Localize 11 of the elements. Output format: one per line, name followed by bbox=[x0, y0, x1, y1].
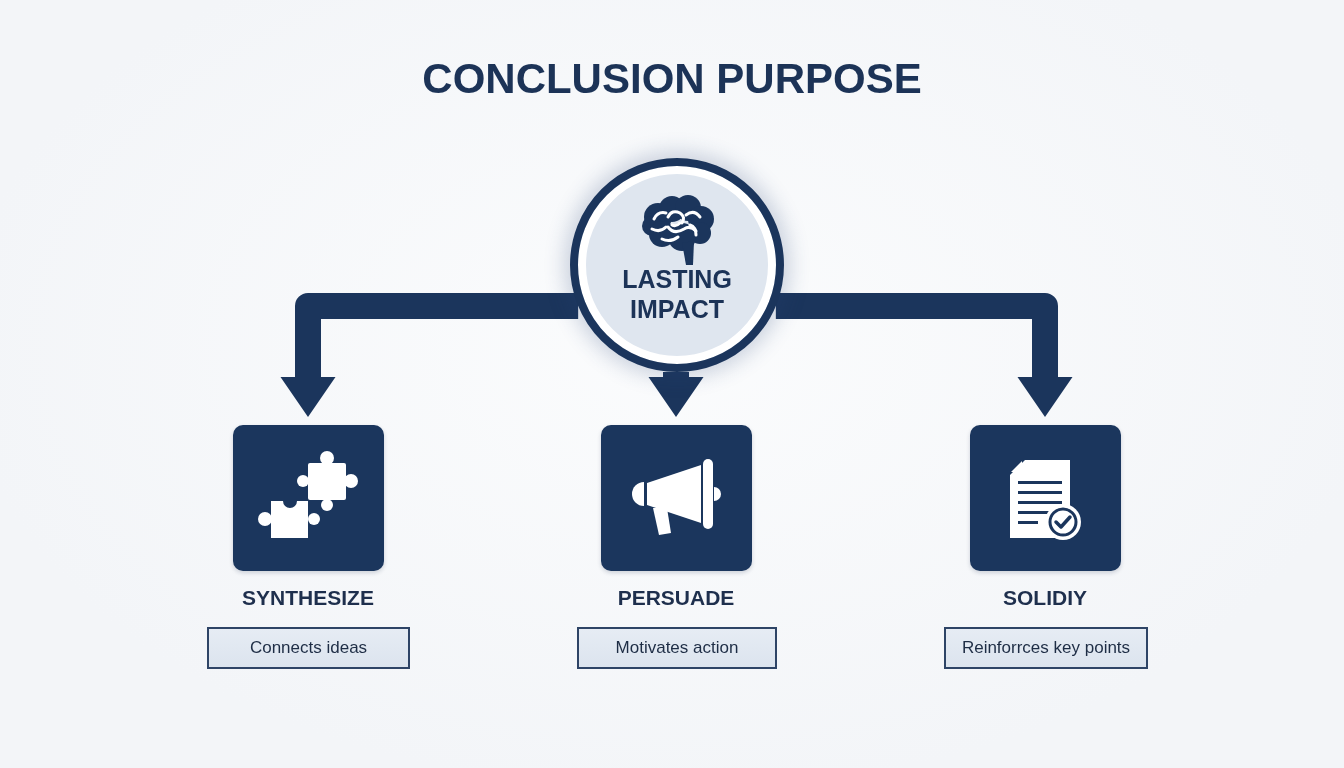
description-box: Motivates action bbox=[577, 627, 777, 669]
node-heading: SYNTHESIZE bbox=[242, 586, 374, 610]
connector-arrow bbox=[775, 293, 1073, 417]
description-box: Connects ideas bbox=[207, 627, 410, 669]
connector-arrow bbox=[648, 372, 704, 417]
diagram-title: CONCLUSION PURPOSE bbox=[422, 55, 922, 103]
connector-arrow bbox=[280, 293, 579, 417]
node-heading: PERSUADE bbox=[617, 586, 735, 610]
node-heading: SOLIDIY bbox=[1003, 586, 1087, 610]
description-box: Reinforrces key points bbox=[944, 627, 1148, 669]
hub-label: LASTING IMPACT bbox=[621, 264, 733, 324]
